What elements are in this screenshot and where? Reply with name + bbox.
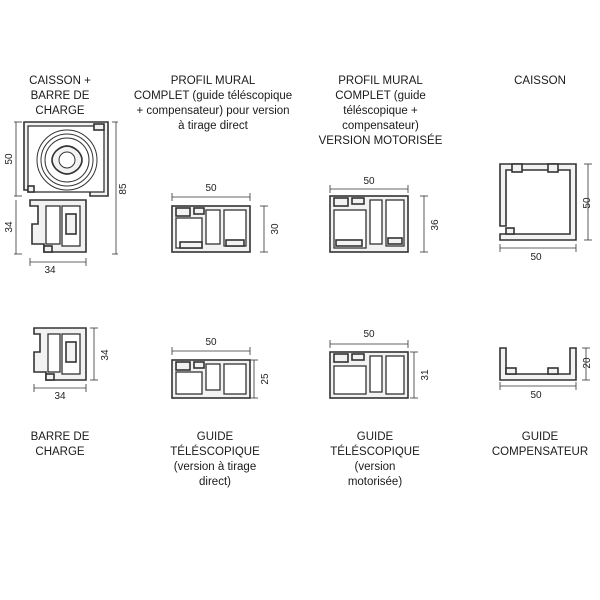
title-line: GUIDE [356, 431, 394, 443]
title-caisson: CAISSON [495, 74, 585, 89]
dim-profil-direct-w: 50 [205, 183, 217, 194]
title-line: motorisée) [347, 476, 403, 488]
dim-profil-moto-w: 50 [363, 176, 375, 187]
dim-guide-direct-h: 25 [260, 373, 271, 385]
dim-guide-direct-w: 50 [205, 337, 217, 348]
dim-guide-moto-h: 31 [420, 369, 431, 381]
dim-caisson-barre-total: 85 [118, 183, 129, 195]
title-line: GUIDE [521, 431, 559, 443]
dim-profil-direct-h: 30 [270, 223, 281, 235]
guide-direct-profile [171, 359, 251, 399]
dim-barre-h: 34 [100, 349, 111, 361]
dim-profil-moto-h: 36 [430, 219, 441, 231]
title-line: COMPLET (guide téléscopique [133, 90, 293, 102]
title-guide-direct: GUIDE TÉLÉSCOPIQUE (version à tirage dir… [150, 430, 280, 490]
title-guide-compensateur: GUIDE COMPENSATEUR [485, 430, 595, 460]
title-line: BARRE DE CHARGE [30, 90, 90, 117]
title-line: compensateur) [342, 120, 419, 132]
title-profil-moto: PROFIL MURAL COMPLET (guide téléscopique… [303, 74, 458, 149]
profil-moto-profile [329, 195, 409, 253]
title-line: (version [354, 461, 396, 473]
dim-barre-w: 34 [54, 391, 66, 402]
title-barre-de-charge: BARRE DE CHARGE [20, 430, 100, 460]
title-line: à tirage direct [178, 120, 248, 132]
dim-caisson-w: 50 [530, 252, 542, 263]
caisson-profile [499, 163, 577, 241]
title-line: PROFIL MURAL [338, 75, 423, 87]
title-caisson-barre: CAISSON + BARRE DE CHARGE [5, 74, 115, 119]
title-line: + compensateur) pour version [136, 105, 290, 117]
title-line: BARRE DE [30, 431, 90, 443]
title-line: GUIDE [196, 431, 234, 443]
dim-caisson-barre-lower: 34 [4, 221, 15, 233]
title-profil-direct: PROFIL MURAL COMPLET (guide téléscopique… [133, 74, 293, 134]
title-line: CAISSON + [29, 75, 91, 87]
dim-caisson-h: 50 [582, 197, 593, 209]
title-line: CHARGE [35, 446, 85, 458]
title-line: TÉLÉSCOPIQUE [170, 446, 260, 458]
title-guide-moto: GUIDE TÉLÉSCOPIQUE (version motorisée) [310, 430, 440, 490]
title-line: TÉLÉSCOPIQUE [330, 446, 420, 458]
caisson-barre-profile [23, 121, 109, 253]
dim-caisson-barre-w: 34 [44, 265, 56, 276]
title-line: COMPLET (guide [335, 90, 426, 102]
profil-direct-profile [171, 205, 251, 253]
guide-moto-profile [329, 351, 409, 399]
title-line: PROFIL MURAL [170, 75, 256, 87]
compensateur-profile [499, 347, 577, 381]
title-line: COMPENSATEUR [491, 446, 589, 458]
title-line: CAISSON [514, 75, 566, 87]
title-line: (version à tirage [173, 461, 257, 473]
dim-guide-moto-w: 50 [363, 329, 375, 340]
dim-compensateur-w: 50 [530, 390, 542, 401]
title-line: direct) [199, 476, 231, 488]
barre-profile [33, 327, 87, 381]
dim-caisson-barre-h: 50 [4, 153, 15, 165]
title-line: VERSION MOTORISÉE [318, 135, 443, 147]
dim-compensateur-h: 20 [582, 357, 593, 369]
title-line: téléscopique + [343, 105, 418, 117]
